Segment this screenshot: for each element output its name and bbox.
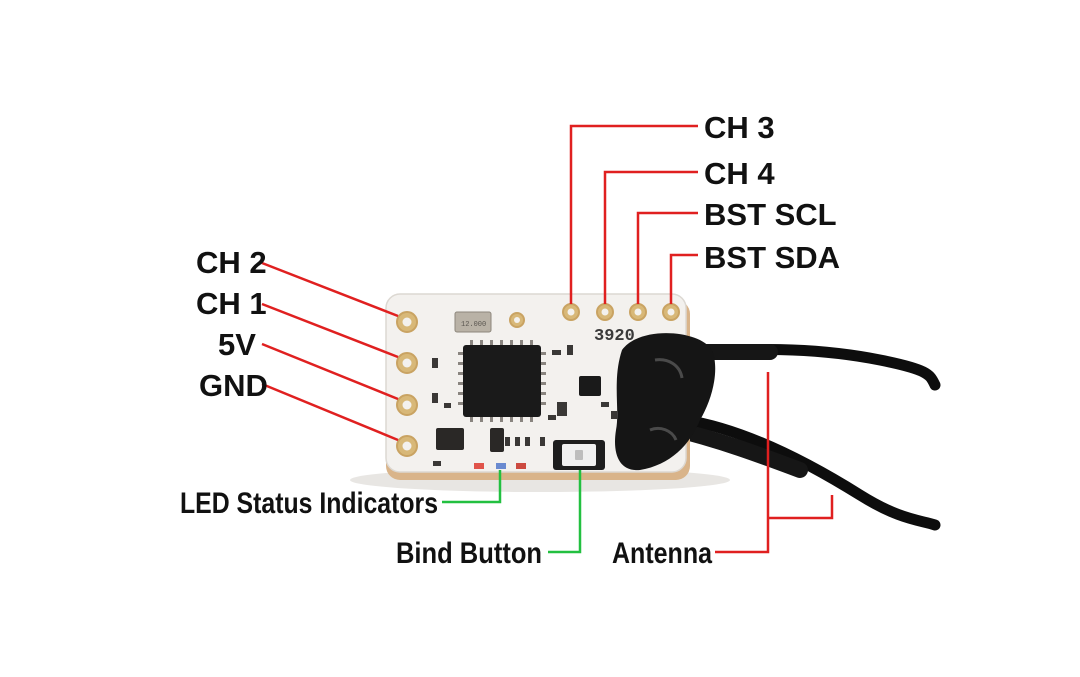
leader-ch4 [603,170,698,304]
leader-bind [548,470,582,554]
left-pads [396,311,418,457]
pad-hole [634,308,642,316]
regulator [436,428,464,450]
status-leds [474,463,526,469]
small-ic [579,376,601,396]
pad-hole [567,308,575,316]
label-bind-button: Bind Button [396,537,542,570]
smd-components [432,345,617,466]
bind-button-part [553,440,605,470]
label-ch4: CH 4 [704,156,775,191]
leader-bst-sda [669,253,698,304]
label-ch2: CH 2 [196,245,267,280]
led-green [516,463,526,469]
label-5v: 5V [218,327,256,362]
pad-hole [402,317,412,327]
leader-5v [261,342,399,401]
led-blue [496,463,506,469]
leader-antenna [715,372,834,554]
label-bst-sda: BST SDA [704,240,840,275]
pcb-board: 3920 12.000 [385,293,716,480]
regulator-cap [490,428,504,452]
leader-bst-scl [636,211,698,304]
bind-button-actuator [575,450,583,460]
label-led-status: LED Status Indicators [180,487,438,520]
leader-ch3 [569,124,698,304]
pad-hole [402,358,412,368]
label-ch1: CH 1 [196,286,267,321]
pad-hole [402,400,412,410]
crystal-marking: 12.000 [461,321,486,329]
main-chip-pins [458,340,546,422]
antenna-wire-lower [679,414,941,531]
label-ch3: CH 3 [704,110,775,145]
leader-ch1 [261,302,399,359]
status-leader-lines [442,470,582,554]
pad-hole [667,308,675,316]
antenna-heatshrink [615,333,716,471]
led-red [474,463,484,469]
leader-gnd [261,382,399,442]
leader-led [442,470,502,504]
pin-leader-lines [261,124,834,554]
heatshrink-highlight [654,358,684,379]
pad-hole [514,317,520,323]
antenna-wires [662,344,941,531]
main-chip [463,345,541,417]
label-bst-scl: BST SCL [704,197,837,232]
pad-hole [402,441,412,451]
board-marking: 3920 [594,327,635,346]
heatshrink-highlight [649,426,678,441]
crystal [454,311,492,333]
label-antenna: Antenna [612,537,712,570]
label-gnd: GND [199,368,268,403]
leader-ch2 [261,261,399,318]
pad-hole [601,308,609,316]
